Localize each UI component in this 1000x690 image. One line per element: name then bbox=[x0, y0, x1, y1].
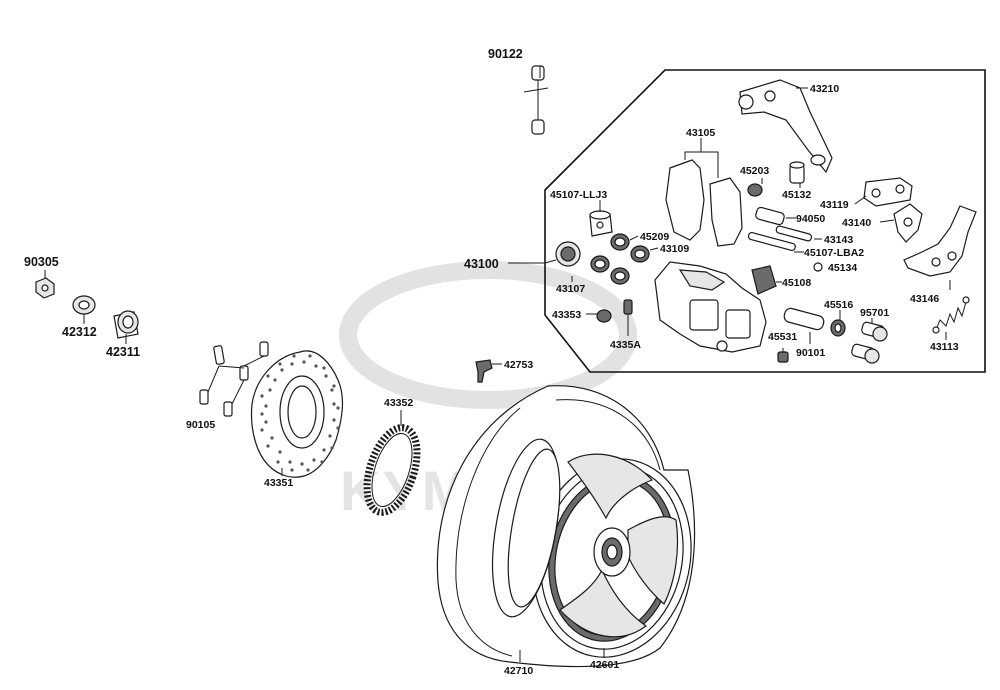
pin-43143 bbox=[775, 225, 822, 242]
label-95701: 95701 bbox=[860, 307, 889, 319]
pin-45107-lba2 bbox=[747, 231, 804, 253]
valve-42753 bbox=[475, 359, 502, 383]
brake-pads-43105 bbox=[665, 138, 743, 247]
nut-45531 bbox=[777, 351, 789, 363]
spring-clip-45108 bbox=[751, 265, 782, 295]
label-90305: 90305 bbox=[24, 255, 59, 269]
pin-bolt-90122 bbox=[523, 65, 549, 135]
collar-42312 bbox=[72, 295, 96, 315]
label-42312: 42312 bbox=[62, 325, 97, 339]
label-45132: 45132 bbox=[782, 189, 811, 201]
brake-disc-43351 bbox=[250, 350, 344, 478]
label-42601: 42601 bbox=[590, 659, 619, 671]
label-94050: 94050 bbox=[796, 213, 825, 225]
bleeder-4335a bbox=[623, 299, 633, 336]
label-43109: 43109 bbox=[660, 243, 689, 255]
label-42311: 42311 bbox=[106, 345, 140, 359]
tone-ring-43352 bbox=[363, 410, 421, 516]
label-43351: 43351 bbox=[264, 477, 293, 489]
caliper-bracket-43210 bbox=[738, 79, 833, 174]
lever-43146 bbox=[903, 205, 977, 277]
label-43146: 43146 bbox=[910, 293, 939, 305]
label-45516: 45516 bbox=[824, 299, 853, 311]
label-90105: 90105 bbox=[186, 419, 215, 431]
label-43353: 43353 bbox=[552, 309, 581, 321]
label-42753: 42753 bbox=[504, 359, 533, 371]
bleeder-43353 bbox=[586, 309, 612, 323]
label-43119: 43119 bbox=[820, 199, 849, 211]
label-43143: 43143 bbox=[824, 234, 853, 246]
label-45203: 45203 bbox=[740, 165, 769, 177]
sleeve-45132 bbox=[789, 161, 805, 184]
label-43113: 43113 bbox=[930, 341, 959, 353]
seals-45209-43109 bbox=[590, 233, 659, 285]
label-43352: 43352 bbox=[384, 397, 413, 409]
bolts-95701 bbox=[851, 321, 888, 364]
label-43107: 43107 bbox=[556, 283, 585, 295]
piston-43107 bbox=[544, 241, 581, 267]
wheel-rim-42601 bbox=[491, 438, 692, 658]
lever-43140 bbox=[879, 203, 923, 243]
label-45107-lba2: 45107-LBA2 bbox=[804, 247, 864, 259]
label-4335a: 4335A bbox=[610, 339, 641, 351]
label-45134: 45134 bbox=[828, 262, 857, 274]
caliper-body bbox=[654, 261, 767, 353]
pin-90101 bbox=[783, 307, 825, 344]
spring-43113 bbox=[932, 296, 970, 334]
washer-45516 bbox=[830, 319, 846, 337]
seal-45203 bbox=[747, 183, 763, 197]
label-43210: 43210 bbox=[810, 83, 839, 95]
plate-43119 bbox=[854, 177, 913, 207]
nut-45134 bbox=[813, 262, 823, 272]
label-43100: 43100 bbox=[464, 257, 499, 271]
piston-45107-llj3 bbox=[589, 200, 613, 237]
label-45107-llj3: 45107-LLJ3 bbox=[550, 189, 607, 201]
label-90122: 90122 bbox=[488, 47, 523, 61]
caliper-assembly-boundary bbox=[544, 69, 986, 373]
label-90101: 90101 bbox=[796, 347, 825, 359]
nut-90305 bbox=[35, 277, 55, 299]
label-45531: 45531 bbox=[768, 331, 797, 343]
pin-94050 bbox=[755, 206, 796, 226]
label-42710: 42710 bbox=[504, 665, 533, 677]
spacer-42311 bbox=[113, 310, 139, 339]
label-45108: 45108 bbox=[782, 277, 811, 289]
disc-bolts-90105 bbox=[199, 341, 269, 417]
label-43140: 43140 bbox=[842, 217, 871, 229]
label-43105: 43105 bbox=[686, 127, 715, 139]
label-45209: 45209 bbox=[640, 231, 669, 243]
